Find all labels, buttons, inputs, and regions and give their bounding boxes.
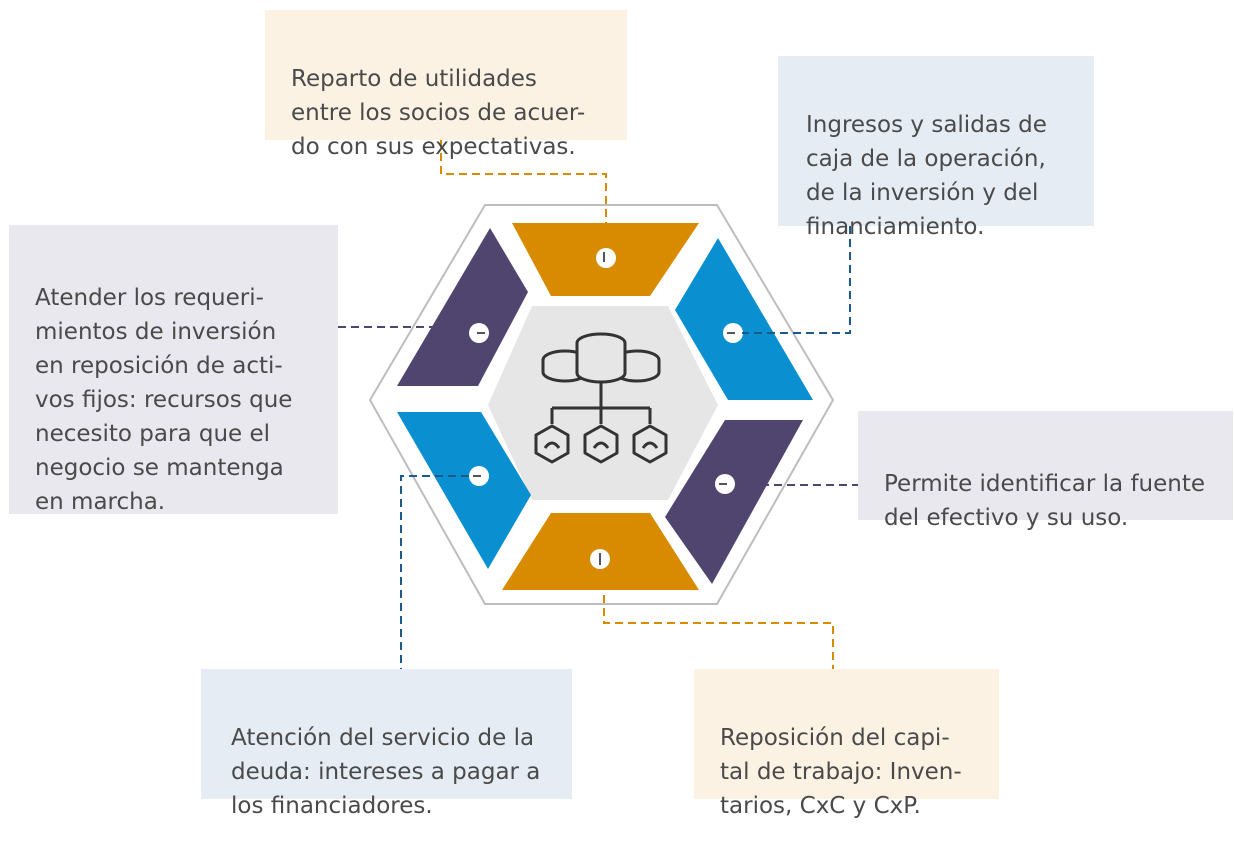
box-bottom-left-text: Atención del servicio de la deuda: inter… xyxy=(231,725,541,819)
hexagon-diagram xyxy=(338,140,858,670)
coins-hierarchy-icon xyxy=(534,332,668,464)
segment-bottom-left xyxy=(397,412,531,569)
segment-top-dot xyxy=(596,248,616,268)
connector-top-right xyxy=(742,226,851,334)
box-left-text: Atender los requeri- mientos de inversió… xyxy=(35,285,293,515)
connector-top xyxy=(440,140,607,248)
box-top: Reparto de utilidades entre los socios d… xyxy=(265,10,627,160)
box-bottom-right: Reposición del capi- tal de trabajo: Inv… xyxy=(694,669,999,819)
segment-bottom-right xyxy=(665,420,803,584)
box-top-right-text: Ingresos y salidas de caja de la operaci… xyxy=(806,112,1047,240)
box-right-text: Permite identificar la fuente del efecti… xyxy=(884,471,1206,531)
connector-bottom-left xyxy=(400,475,469,669)
segment-top-left xyxy=(397,228,528,386)
box-bottom-right-text: Reposición del capi- tal de trabajo: Inv… xyxy=(720,725,962,819)
box-right: Permite identificar la fuente del efecti… xyxy=(858,411,1233,531)
connector-bottom-right xyxy=(603,569,834,670)
segment-top-right xyxy=(675,238,813,400)
box-top-right: Ingresos y salidas de caja de la operaci… xyxy=(778,56,1094,240)
box-bottom-left: Atención del servicio de la deuda: inter… xyxy=(201,669,572,819)
box-top-text: Reparto de utilidades entre los socios d… xyxy=(291,66,586,160)
box-left: Atender los requeri- mientos de inversió… xyxy=(9,225,338,515)
